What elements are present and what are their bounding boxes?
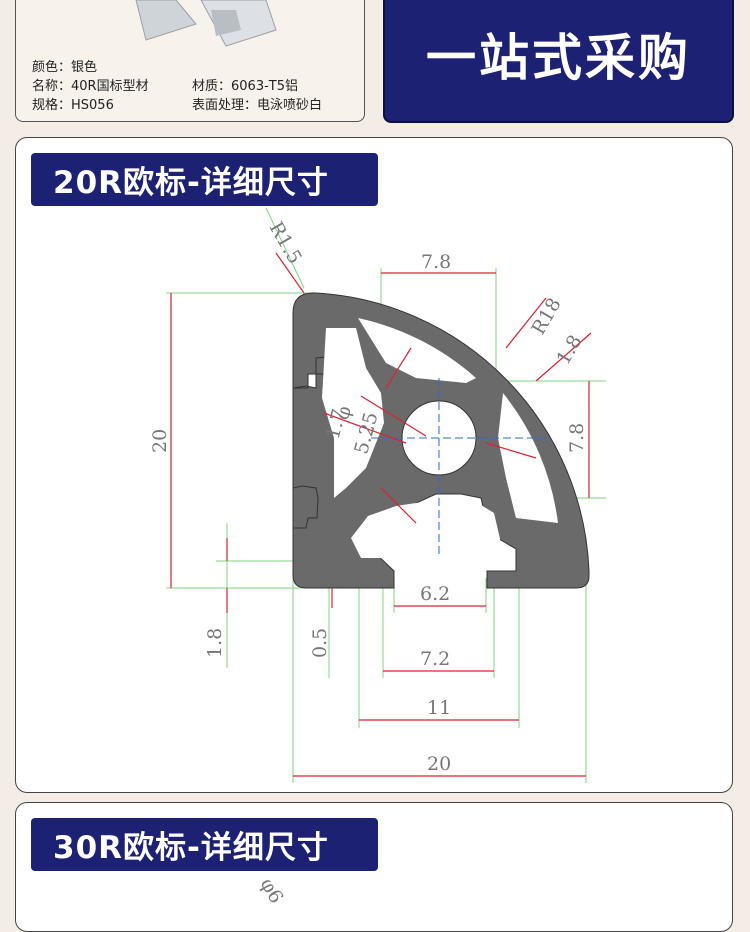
- dim-phi: φ: [331, 404, 356, 423]
- dim-phi-6: φ6: [256, 874, 288, 903]
- spec-row: 颜色：银色: [32, 58, 362, 77]
- panel-title-30r: 30R欧标-详细尺寸: [31, 818, 378, 871]
- dim-6-2: 6.2: [420, 583, 450, 605]
- dim-7-2: 7.2: [420, 648, 450, 670]
- dim-0-5: 0.5: [309, 628, 331, 658]
- spec-surface: 表面处理：电泳喷砂白: [192, 98, 323, 113]
- dimension-lines: [170, 252, 592, 777]
- profile-pocket-left: [322, 328, 384, 498]
- product-thumbnail: [135, 0, 277, 47]
- product-info-card: 颜色：银色 名称：40R国标型材 材质：6063-T5铝 规格：HS056 表面…: [15, 0, 365, 122]
- banner-text: 一站式采购: [426, 27, 691, 87]
- dim-right-7-8: 7.8: [566, 423, 588, 453]
- profile-30r-panel: 30R欧标-详细尺寸 φ6: [15, 802, 733, 932]
- dim-1-8-left: 1.8: [204, 628, 226, 658]
- dim-width-20: 20: [427, 753, 451, 775]
- spec-row: 名称：40R国标型材 材质：6063-T5铝: [32, 77, 362, 96]
- spec-name: 名称：40R国标型材: [32, 79, 149, 94]
- dim-height-20: 20: [149, 429, 171, 453]
- spec-list: 颜色：银色 名称：40R国标型材 材质：6063-T5铝 规格：HS056 表面…: [32, 58, 362, 115]
- profile-30r-drawing: φ6: [256, 874, 288, 903]
- one-stop-banner: 一站式采购: [383, 0, 734, 123]
- profile-pocket-upper: [358, 318, 476, 383]
- spec-material: 材质：6063-T5铝: [192, 79, 298, 94]
- dim-11: 11: [427, 697, 451, 719]
- panel-title-20r: 20R欧标-详细尺寸: [31, 153, 378, 206]
- dim-r1-5: R1.5: [265, 218, 306, 268]
- dim-r18: R18: [527, 294, 565, 338]
- profile-pocket-bottom: [351, 500, 501, 558]
- dim-top-7-8: 7.8: [421, 251, 451, 273]
- profile-drawing: 7.8 R1.5 R18 1.8 7.8 20 φ 5.25 1.7 6.2 7…: [149, 207, 606, 783]
- spec-color: 颜色：银色: [32, 60, 98, 75]
- spec-row: 规格：HS056 表面处理：电泳喷砂白: [32, 96, 362, 115]
- profile-20r-panel: 7.8 R1.5 R18 1.8 7.8 20 φ 5.25 1.7 6.2 7…: [15, 137, 733, 793]
- spec-model: 规格：HS056: [32, 98, 114, 113]
- profile-pocket-right: [498, 393, 558, 523]
